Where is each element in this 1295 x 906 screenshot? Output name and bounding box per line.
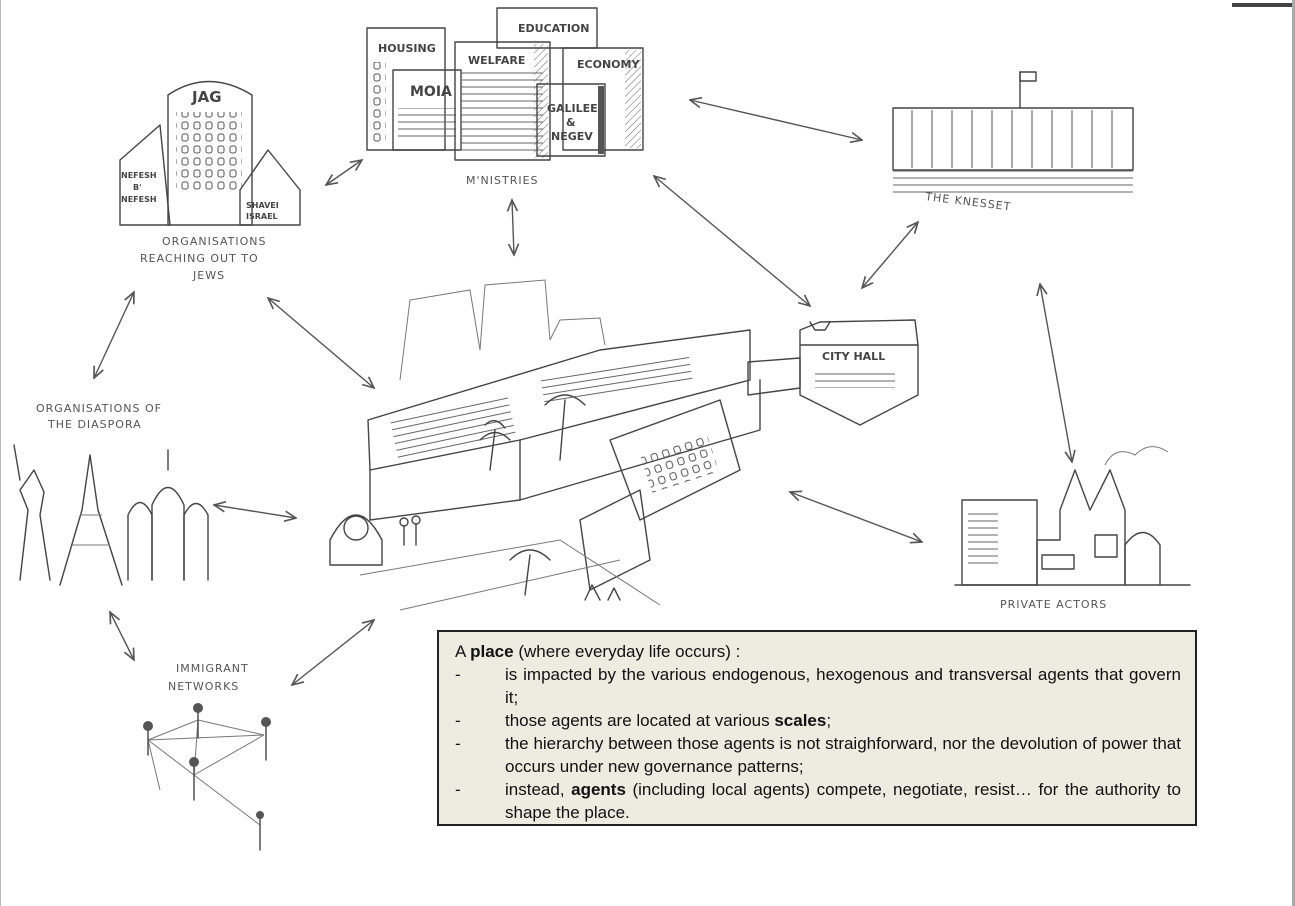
shavei-label-line2: ISRAEL <box>246 212 278 221</box>
private-actors-node: PRIVATE ACTORS <box>954 446 1191 611</box>
immigrant-label-line1: IMMIGRANT <box>176 662 249 675</box>
org-jews-label-line1: ORGANISATIONS <box>162 235 267 248</box>
immigrant-label-line2: NETWORKS <box>168 680 239 693</box>
nefesh-label-line3: NEFESH <box>121 195 157 204</box>
arrow-diaspora-place <box>214 505 296 518</box>
galilee-negev-building <box>536 83 606 157</box>
arrow-place-private <box>790 492 922 542</box>
corner-mark <box>1232 3 1292 7</box>
arrow-orgjews-place <box>268 298 374 388</box>
bullet-3: the hierarchy between those agents is no… <box>455 732 1181 778</box>
galilee-label-line1: GALILEE <box>547 102 598 115</box>
network-links <box>147 719 265 826</box>
bullet-4-keyword-agents: agents <box>571 780 626 799</box>
bullet-4-text-a: instead, <box>505 780 572 799</box>
intro-text-c: (where everyday life occurs) : <box>513 642 741 661</box>
dome-tower-1 <box>127 501 153 581</box>
welfare-label: WELFARE <box>468 54 525 67</box>
city-hall-bridge <box>747 357 801 396</box>
knesset-node: THE KNESSET <box>892 71 1134 214</box>
textbox-intro: A place (where everyday life occurs) : <box>455 640 1181 663</box>
diaspora-label-line1: ORGANISATIONS OF <box>36 402 162 415</box>
page-left-border <box>0 0 1 906</box>
arrow-diaspora-immigrant <box>110 612 134 660</box>
textbox-bullets: is impacted by the various endogenous, h… <box>455 663 1181 824</box>
ministries-node: HOUSING EDUCATION WELFARE ECONOMY MOIA G… <box>366 7 644 187</box>
block-building <box>609 399 741 521</box>
bullet-1: is impacted by the various endogenous, h… <box>455 663 1181 709</box>
arrow-knesset-private <box>1040 284 1072 462</box>
arch-entrance <box>329 514 383 566</box>
dome-tower-2 <box>151 486 185 581</box>
dome-tower-3 <box>183 502 209 581</box>
page-right-border <box>1292 0 1295 906</box>
shavei-label-line1: SHAVEI <box>246 201 279 210</box>
arrow-knesset-cityhall <box>862 222 918 288</box>
moia-label: MOIA <box>410 84 452 100</box>
bullet-4-text-c: (including local agents) compete, negoti… <box>505 780 1182 822</box>
org-jews-label-line3: JEWS <box>192 269 225 282</box>
diaspora-label-line2: THE DIASPORA <box>47 418 142 431</box>
private-actors-label: PRIVATE ACTORS <box>1000 598 1107 611</box>
bullet-4: instead, agents (including local agents)… <box>455 778 1181 824</box>
street-line <box>359 539 661 606</box>
bullet-2: those agents are located at various scal… <box>455 709 1181 732</box>
galilee-label-line2: & <box>566 116 576 129</box>
intro-keyword-place: place <box>470 642 514 661</box>
org-reaching-jews-node: JAG NEFESH B' NEFESH SHAVEI ISRAEL ORGAN… <box>119 80 301 282</box>
ministries-label: M'NISTRIES <box>466 174 539 187</box>
immigrant-networks-node: IMMIGRANT NETWORKS <box>143 662 271 851</box>
jag-label: JAG <box>191 88 222 106</box>
palm-tree-1 <box>479 420 511 471</box>
bullet-2-text-c: ; <box>826 711 832 730</box>
bullet-2-text-a: those agents are located at various <box>505 711 775 730</box>
city-hall-node: CITY HALL <box>747 319 919 426</box>
sitting-people <box>584 584 621 601</box>
bullet-2-keyword-scales: scales <box>774 711 827 730</box>
knesset-building <box>892 107 1134 171</box>
arrow-orgjews-diaspora <box>94 292 134 378</box>
factory-smoke <box>1104 446 1169 466</box>
statue-of-liberty <box>19 469 51 581</box>
central-place-node <box>329 279 761 611</box>
galilee-label-line3: NEGEV <box>551 130 593 143</box>
nefesh-building <box>119 124 171 226</box>
shavei-israel-building <box>239 149 301 226</box>
palm-tree-2 <box>544 394 586 461</box>
arrow-orgjews-ministries <box>326 160 362 185</box>
economy-label: ECONOMY <box>577 58 640 71</box>
definition-textbox: A place (where everyday life occurs) : i… <box>437 630 1197 826</box>
welfare-building <box>454 41 551 161</box>
nefesh-label-line2: B' <box>133 183 142 192</box>
eiffel-tower <box>59 454 123 586</box>
education-label: EDUCATION <box>518 22 589 35</box>
arrow-place-immigrant <box>292 620 374 685</box>
intro-text-a: A <box>455 642 471 661</box>
relation-arrows <box>94 100 1072 685</box>
factory-building <box>1036 469 1126 586</box>
tank <box>1124 531 1161 586</box>
arrow-ministries-cityhall <box>654 176 810 306</box>
arrow-ministries-knesset <box>690 100 862 140</box>
immigrant-figures <box>143 703 271 851</box>
org-jews-label-line2: REACHING OUT TO <box>140 252 259 265</box>
knesset-flag <box>1019 71 1037 82</box>
jag-building <box>167 80 253 226</box>
city-hall-label: CITY HALL <box>822 350 885 363</box>
palm-tree-3 <box>509 549 551 596</box>
nefesh-label-line1: NEFESH <box>121 171 157 180</box>
housing-label: HOUSING <box>378 42 436 55</box>
small-building <box>579 489 651 591</box>
diaspora-node: ORGANISATIONS OF THE DIASPORA <box>13 402 209 586</box>
arrow-ministries-place <box>512 200 514 255</box>
